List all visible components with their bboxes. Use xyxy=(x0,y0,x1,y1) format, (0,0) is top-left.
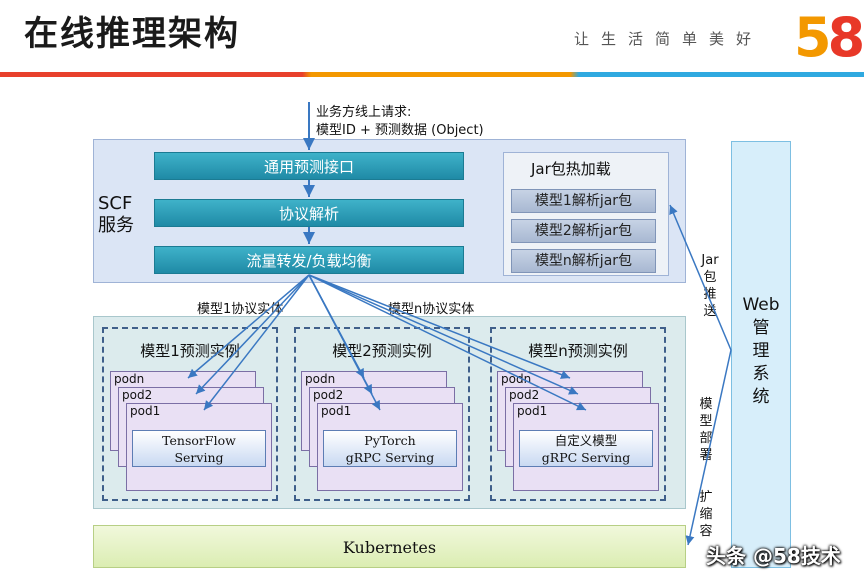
kubernetes-bar: Kubernetes xyxy=(93,525,686,568)
scf-label-line-1: SCF xyxy=(98,193,133,214)
arrow-to-modeln-podn xyxy=(308,274,571,379)
scale-label: 扩 缩 容 xyxy=(697,489,715,540)
serving-box-model1: TensorFlow Serving xyxy=(132,430,266,467)
arrow-to-modeln-pod2 xyxy=(308,274,579,395)
serving-line-2: gRPC Serving xyxy=(541,450,631,465)
serving-line-1: TensorFlow xyxy=(162,433,236,448)
jar-push-char: 包 xyxy=(703,270,717,285)
request-line-2: 模型ID + 预测数据 (Object) xyxy=(316,123,484,138)
instance-box-model2 xyxy=(294,327,470,501)
arrow-to-model1-pod1 xyxy=(203,274,310,411)
arrow-jar-push xyxy=(669,204,732,351)
bar-load-balance: 流量转发/负载均衡 xyxy=(154,246,464,274)
jar-item-model2: 模型2解析jar包 xyxy=(511,219,656,243)
header-divider xyxy=(0,72,864,77)
model-deploy-label: 模 型 部 署 xyxy=(697,396,715,464)
slogan: 让生活简单美好 xyxy=(574,30,764,48)
instance-title-model2: 模型2预测实例 xyxy=(332,342,432,360)
serving-box-model2: PyTorch gRPC Serving xyxy=(323,430,457,467)
instance-title-modeln: 模型n预测实例 xyxy=(528,342,628,360)
jar-push-label: Jar 包 推 送 xyxy=(701,252,719,320)
deploy-char: 型 xyxy=(699,414,713,429)
web-management-box xyxy=(731,141,791,568)
scale-char: 缩 xyxy=(699,507,713,522)
web-label-line: 统 xyxy=(752,387,770,407)
web-management-label: Web 管 理 系 统 xyxy=(731,294,791,409)
page-title: 在线推理架构 xyxy=(24,14,240,54)
instance-box-model1 xyxy=(102,327,278,501)
web-label-line: 系 xyxy=(752,364,770,384)
scale-char: 容 xyxy=(699,524,713,539)
serving-line-1: 自定义模型 xyxy=(554,433,618,448)
request-line-1: 业务方线上请求: xyxy=(316,105,412,120)
brand-logo: 58 xyxy=(794,6,864,69)
jar-hot-load-title: Jar包热加载 xyxy=(531,160,611,178)
arrow-to-modeln-pod1 xyxy=(308,274,587,411)
serving-line-2: Serving xyxy=(174,450,224,465)
arrow-to-model1-pod2 xyxy=(195,274,310,395)
arrow-to-model1-podn xyxy=(187,274,310,379)
web-label-line: Web xyxy=(742,295,780,315)
deploy-char: 部 xyxy=(699,431,713,446)
arrow-model-deploy xyxy=(685,349,732,546)
jar-push-char: Jar xyxy=(701,253,719,268)
logo-digit-5: 5 xyxy=(794,6,832,69)
deploy-char: 模 xyxy=(699,397,713,412)
protocol-label-modeln: 模型n协议实体 xyxy=(388,302,475,317)
serving-line-2: gRPC Serving xyxy=(345,450,435,465)
web-label-line: 管 xyxy=(752,318,770,338)
instance-box-modeln xyxy=(490,327,666,501)
logo-digit-8: 8 xyxy=(827,6,864,69)
scale-char: 扩 xyxy=(699,490,713,505)
scf-label-line-2: 服务 xyxy=(98,215,134,236)
scf-label: SCF 服务 xyxy=(98,193,134,237)
arrow-to-model2-pod1 xyxy=(308,274,381,411)
serving-line-1: PyTorch xyxy=(364,433,416,448)
web-label-line: 理 xyxy=(752,341,770,361)
watermark: 头条 @58技术 xyxy=(706,544,841,568)
jar-item-modeln: 模型n解析jar包 xyxy=(511,249,656,273)
serving-box-modeln: 自定义模型 gRPC Serving xyxy=(519,430,653,467)
protocol-label-model1: 模型1协议实体 xyxy=(197,302,284,317)
bar-general-predict-api: 通用预测接口 xyxy=(154,152,464,180)
bar-protocol-parse: 协议解析 xyxy=(154,199,464,227)
jar-item-model1: 模型1解析jar包 xyxy=(511,189,656,213)
